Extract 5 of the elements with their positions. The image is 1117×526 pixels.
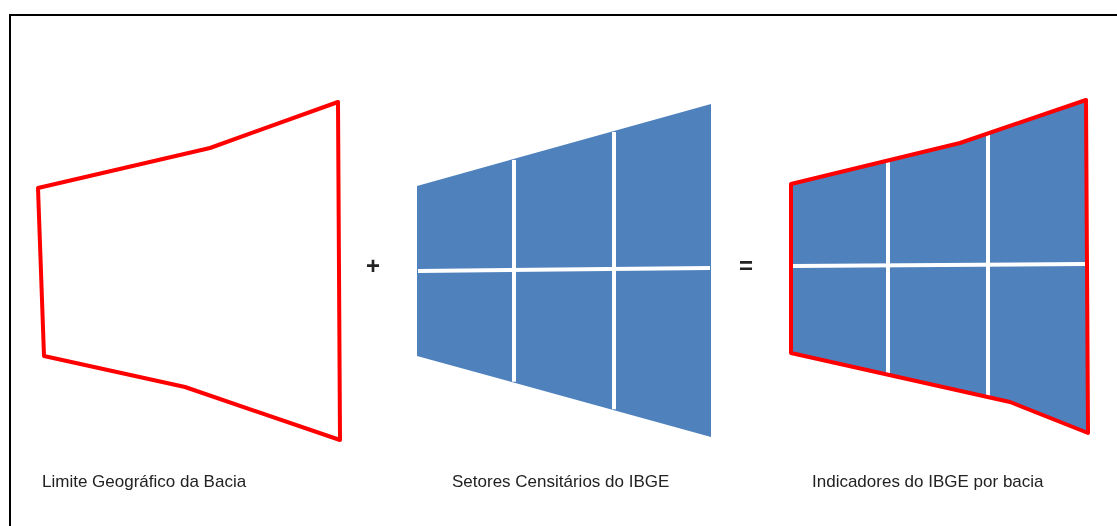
node-label: Setores Censitários do IBGE	[452, 472, 670, 492]
equals-sign: =	[739, 252, 753, 280]
plus-sign: +	[366, 252, 380, 280]
node-label: Limite Geográfico da Bacia	[42, 472, 247, 492]
node-label: Indicadores do IBGE por bacia	[812, 472, 1044, 492]
